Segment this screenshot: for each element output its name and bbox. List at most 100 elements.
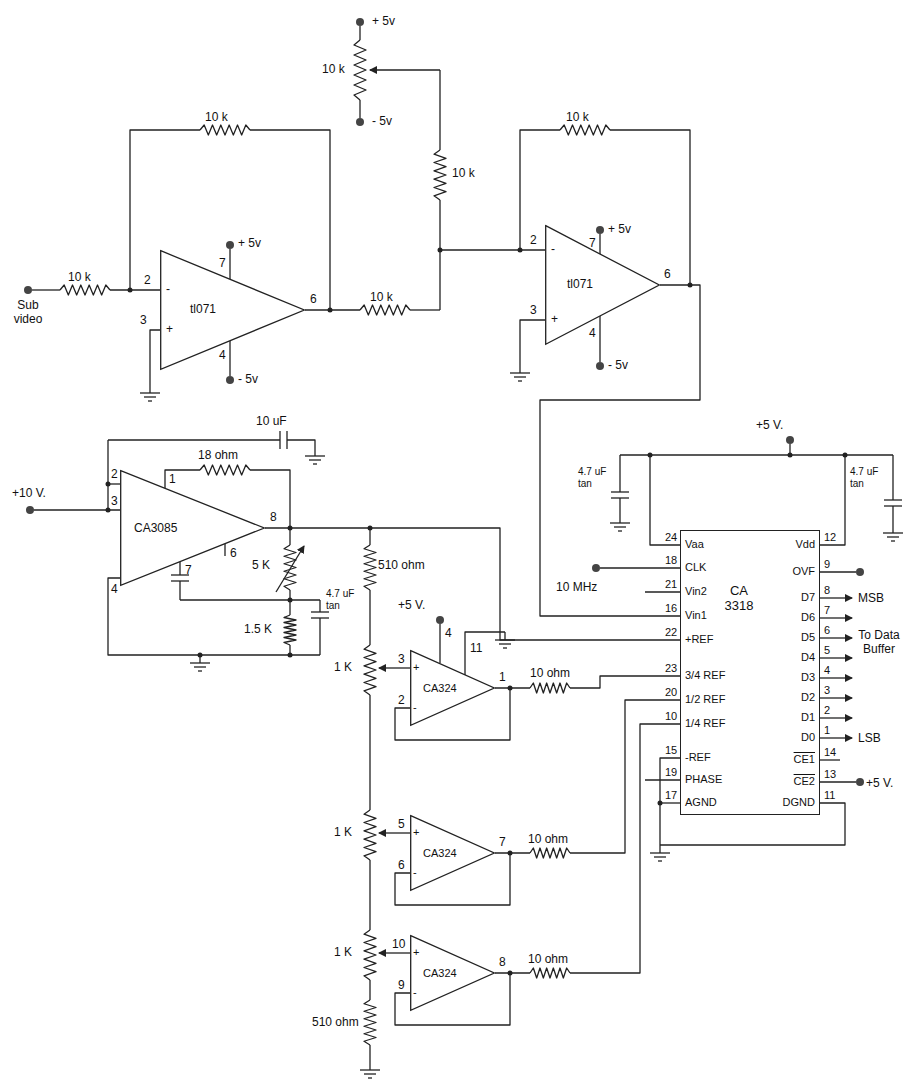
terminal-dot	[356, 118, 364, 126]
pin-number: 18	[665, 554, 677, 567]
input-sign: +	[166, 322, 173, 336]
terminal-dot	[596, 362, 604, 370]
opamp-outline	[411, 651, 495, 726]
resistor-symbol	[354, 40, 366, 100]
junction-dot	[288, 653, 293, 658]
wire	[150, 330, 160, 385]
pin-number: 7	[824, 604, 830, 617]
component-value: 4.7 uF tan	[578, 466, 612, 490]
pin-number: 23	[665, 662, 677, 675]
wire	[369, 1045, 370, 1062]
terminal-dot	[226, 241, 234, 249]
ground-symbol	[314, 448, 315, 456]
part-number: CA324	[423, 846, 457, 860]
ground-symbol	[144, 396, 156, 397]
wire	[820, 455, 845, 545]
wire	[287, 440, 315, 448]
supply-label: + 5v	[372, 14, 395, 28]
ground-symbol	[519, 365, 520, 373]
wire	[319, 618, 320, 655]
capacitor-symbol	[311, 611, 329, 612]
component-value: 10 MHz	[556, 580, 597, 594]
wire	[892, 506, 893, 525]
pin-number: 21	[665, 578, 677, 591]
pin-name: OVF	[792, 565, 815, 578]
ground-symbol	[140, 392, 160, 393]
wire	[410, 309, 440, 310]
pin-name: -REF	[685, 751, 711, 764]
component-value: 10 k	[322, 62, 345, 76]
ground-symbol	[313, 463, 317, 464]
pin-number: 4	[589, 326, 596, 340]
potentiometer-wiper	[379, 832, 410, 833]
resistor-symbol	[60, 285, 110, 295]
pin-number: 10	[392, 937, 405, 951]
junction-dot	[788, 453, 793, 458]
resistor-symbol	[360, 305, 410, 315]
opamp-triangle: + -CA324	[410, 815, 495, 891]
pin-name: 1/2 REF	[685, 693, 725, 706]
wire	[369, 695, 370, 810]
input-sign: -	[413, 985, 417, 999]
pin-name: CE2	[794, 775, 815, 788]
pin-number: 13	[824, 768, 836, 781]
opamp-outline	[161, 251, 305, 370]
part-number: tl071	[567, 277, 593, 291]
pin-number: 14	[824, 746, 836, 759]
resistor-symbol	[560, 125, 610, 135]
wire	[619, 498, 620, 515]
data-line	[820, 737, 852, 738]
capacitor-symbol	[884, 499, 902, 500]
wire	[439, 624, 440, 663]
pin-number: 5	[824, 644, 830, 657]
pin-name: PHASE	[685, 773, 722, 786]
wire	[660, 758, 680, 845]
component-value: 1 K	[334, 825, 352, 839]
input-sign: +	[413, 825, 419, 839]
ground-symbol	[514, 376, 526, 377]
terminal-dot	[856, 568, 864, 576]
pin-number: 3	[140, 313, 147, 327]
input-sign: +	[413, 660, 419, 674]
junction-dot	[106, 482, 111, 487]
wire	[620, 454, 893, 455]
part-number: CA3085	[134, 521, 177, 535]
ground-symbol	[369, 1062, 370, 1070]
ground-symbol	[614, 526, 626, 527]
wire	[369, 590, 370, 645]
input-sign: -	[413, 700, 417, 714]
pin-number: 5	[398, 817, 405, 831]
pin-number: 7	[185, 563, 192, 577]
pin-name: D2	[801, 691, 815, 704]
ground-symbol	[618, 530, 622, 531]
component-value: 18 ohm	[198, 448, 238, 462]
ground-symbol	[305, 455, 325, 456]
ground-symbol	[360, 1069, 380, 1070]
opamp-outline	[546, 226, 660, 345]
opamp-triangle: CA3085	[120, 470, 265, 586]
wire	[820, 781, 856, 782]
pin-number: 7	[589, 236, 596, 250]
input-sign: -	[413, 865, 417, 879]
opamp-outline	[160, 250, 305, 370]
wire	[892, 455, 893, 500]
pin-number: 4	[111, 582, 118, 596]
pin-number: 20	[665, 686, 677, 699]
pin-name: 3/4 REF	[685, 669, 725, 682]
ground-symbol	[504, 632, 505, 640]
pin-number: 12	[824, 531, 836, 544]
pin-number: 4	[824, 664, 830, 677]
resistor-symbol	[284, 615, 296, 645]
pin-name: Vaa	[685, 538, 704, 551]
ground-symbol	[892, 525, 893, 533]
opamp-triangle: -+tl071	[545, 225, 660, 345]
ground-symbol	[368, 1077, 372, 1078]
pin-number: 11	[824, 789, 835, 802]
capacitor-symbol	[611, 491, 629, 492]
ground-symbol	[658, 860, 662, 861]
input-sign: +	[413, 945, 419, 959]
pin-name: D0	[801, 731, 815, 744]
pin-name: D7	[801, 591, 815, 604]
pin-number: 16	[665, 602, 677, 615]
